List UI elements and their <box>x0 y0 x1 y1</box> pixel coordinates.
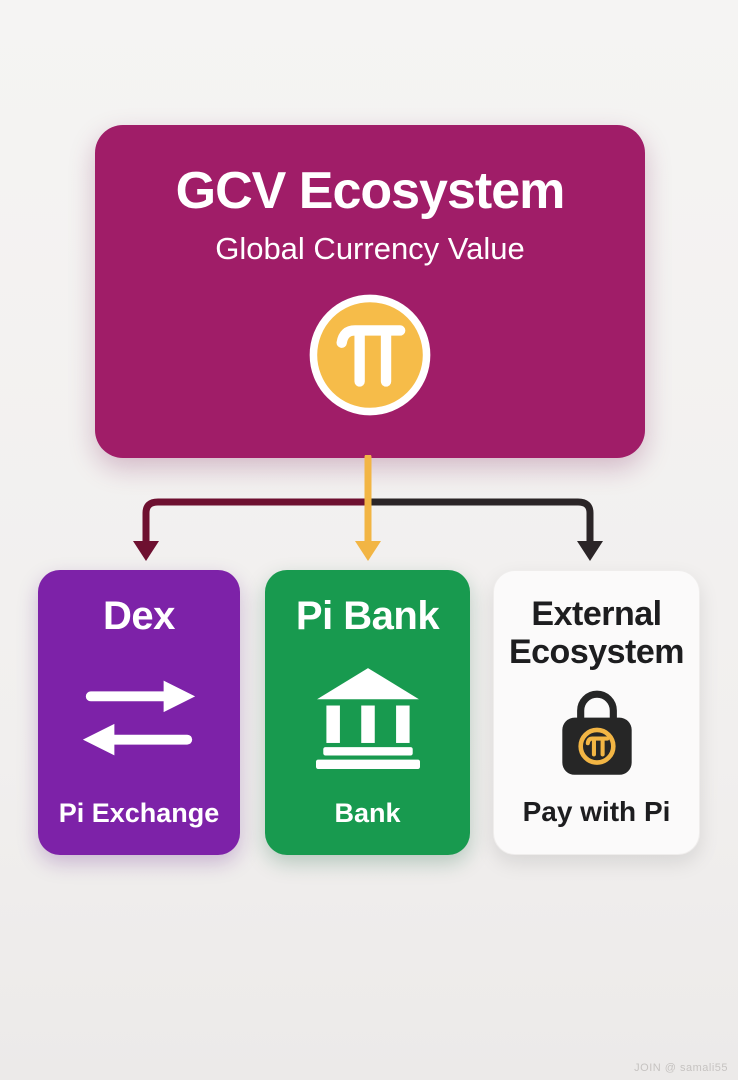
node-dex-title: Dex <box>103 594 175 638</box>
node-external-ecosystem: External Ecosystem Pay with Pi <box>493 570 700 855</box>
shopping-bag-pi-icon <box>546 671 648 796</box>
node-dex: Dex Pi Exchange <box>38 570 240 855</box>
node-pi-bank-title: Pi Bank <box>295 594 440 638</box>
arrow-right-head <box>577 541 603 561</box>
node-pi-bank: Pi Bank Bank <box>265 570 470 855</box>
pi-coin-icon <box>309 294 431 416</box>
root-title: GCV Ecosystem <box>175 162 566 220</box>
arrow-left-head <box>133 541 159 561</box>
node-external-title: External Ecosystem <box>508 595 685 672</box>
node-dex-caption: Pi Exchange <box>58 798 220 828</box>
bank-icon <box>309 639 427 798</box>
arrow-middle-head <box>355 541 381 561</box>
node-external-caption: Pay with Pi <box>522 796 671 827</box>
arrow-right-line <box>364 498 594 545</box>
node-pi-bank-caption: Bank <box>334 798 401 828</box>
watermark-text: JOIN @ samali55 <box>634 1062 728 1074</box>
exchange-arrows-icon <box>75 639 203 798</box>
connector-arrows <box>133 455 603 561</box>
root-subtitle: Global Currency Value <box>215 231 525 266</box>
arrow-left-line <box>142 498 372 545</box>
root-node-gcv-ecosystem: GCV Ecosystem Global Currency Value <box>95 125 645 458</box>
